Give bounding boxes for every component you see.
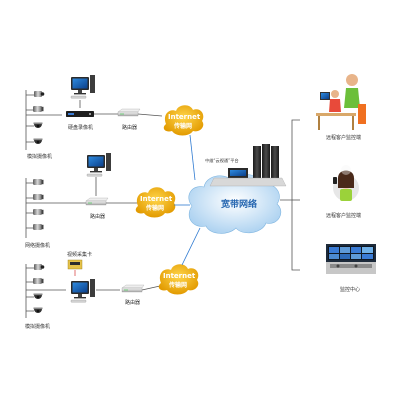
computer-icon — [70, 74, 96, 99]
analog-camera-icon — [33, 293, 43, 299]
internet-cloud-label: Internet — [168, 113, 201, 121]
client-1: 远程客户监控端 — [316, 74, 368, 141]
computer-icon — [86, 152, 112, 177]
server-icon — [253, 146, 261, 182]
site-3: 模拟摄像机 视频采集卡 路由器 — [25, 251, 161, 330]
platform: 中维“云视通”平台 — [205, 144, 287, 187]
internet-cloud-3: Internet 传输网 — [158, 264, 199, 295]
camera-label: 模拟摄像机 — [25, 323, 50, 330]
internet-cloud-2: Internet 传输网 — [135, 187, 176, 218]
router-icon — [117, 108, 141, 117]
capture-card-chip — [70, 262, 80, 265]
router-icon — [121, 284, 145, 293]
server-icon — [262, 144, 270, 182]
client-2: 远程客户监控端 — [326, 165, 361, 219]
server-icon — [271, 146, 279, 182]
client-bus — [280, 199, 300, 271]
client-label: 监控中心 — [340, 286, 360, 293]
analog-camera-icon — [33, 307, 43, 313]
capture-card-label: 视频采集卡 — [67, 251, 92, 258]
network-camera-icon — [33, 224, 44, 230]
router-label: 路由器 — [90, 213, 105, 220]
client-bus — [291, 119, 300, 200]
broadband-cloud: 宽带网络 — [188, 174, 282, 234]
client-label: 远程客户监控端 — [326, 212, 361, 219]
dvr-label: 硬盘录像机 — [68, 124, 93, 131]
internet-cloud-sublabel: 传输网 — [168, 281, 187, 289]
analog-camera-icon — [33, 278, 44, 284]
router-label: 路由器 — [125, 299, 140, 306]
phone-icon — [333, 177, 337, 184]
link-line — [181, 227, 201, 266]
site-2: 网络摄像机 路由器 — [25, 152, 138, 249]
computer-icon — [70, 278, 96, 303]
dvr-icon — [66, 111, 94, 117]
analog-camera-icon — [33, 138, 43, 144]
person-icon — [344, 88, 360, 108]
internet-cloud-sublabel: 传输网 — [173, 122, 192, 130]
analog-camera-icon — [34, 91, 45, 97]
broadband-cloud-label: 宽带网络 — [220, 198, 257, 210]
client-label: 远程客户监控端 — [326, 134, 361, 141]
analog-camera-icon — [33, 122, 43, 128]
analog-camera-icon — [34, 264, 45, 270]
router-icon — [85, 197, 109, 206]
site-1: 模拟摄像机 硬盘录像机 路由器 — [25, 74, 163, 160]
network-camera-icon — [33, 179, 44, 185]
camera-label: 模拟摄像机 — [27, 153, 52, 160]
network-camera-icon — [33, 194, 44, 200]
router-label: 路由器 — [122, 124, 137, 131]
platform-label: 中维“云视通”平台 — [205, 157, 239, 164]
client-3: 监控中心 — [326, 244, 376, 293]
internet-cloud-label: Internet — [140, 195, 173, 203]
internet-cloud-sublabel: 传输网 — [145, 204, 164, 212]
link-line — [189, 134, 196, 181]
camera-label: 网络摄像机 — [25, 242, 50, 249]
network-camera-icon — [33, 209, 44, 215]
capture-card-note-area — [81, 274, 115, 278]
internet-cloud-label: Internet — [163, 272, 196, 280]
analog-camera-icon — [33, 106, 44, 112]
internet-cloud-1: Internet 传输网 — [163, 105, 204, 136]
